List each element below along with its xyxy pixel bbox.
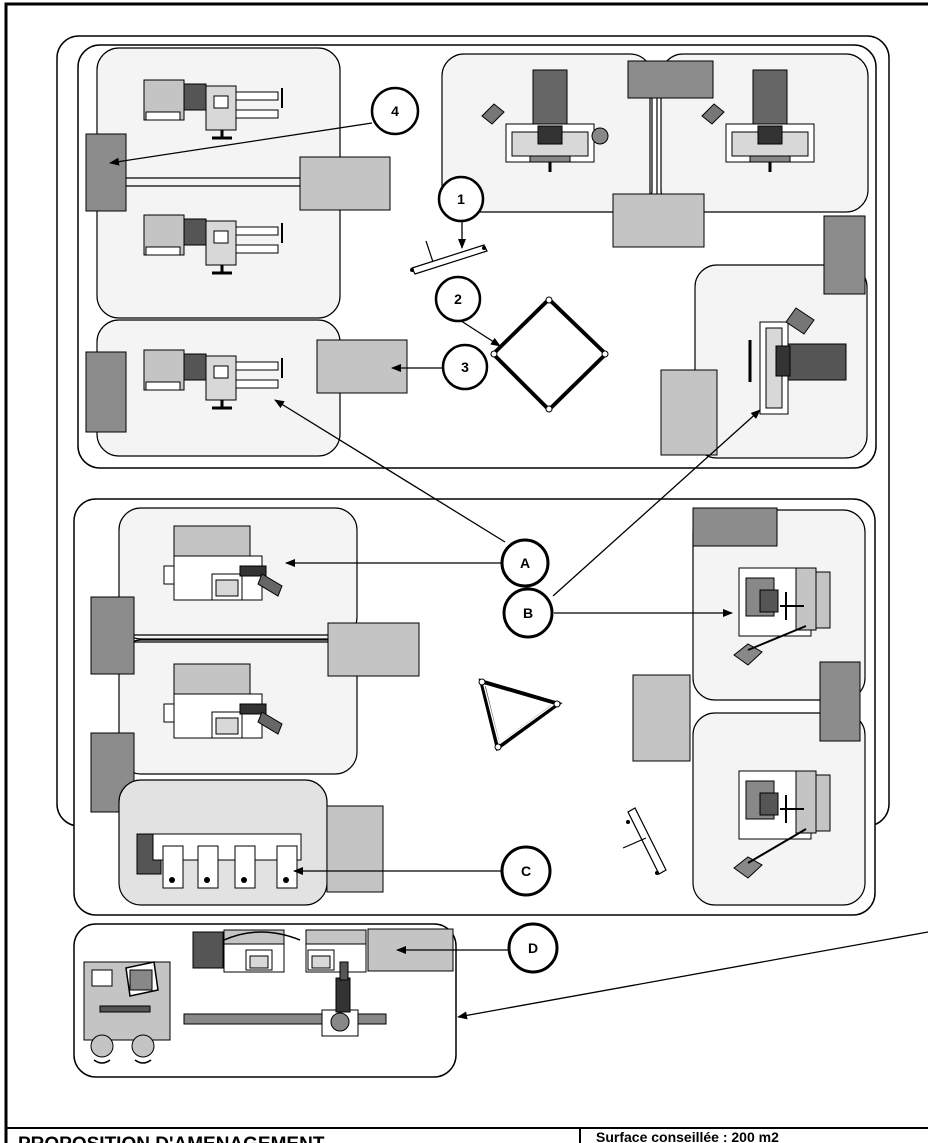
callout-d: D xyxy=(507,922,559,974)
callout-4-label: 4 xyxy=(391,103,399,119)
callout-1-label: 1 xyxy=(457,191,465,207)
chair xyxy=(90,1034,114,1058)
square-table xyxy=(490,296,609,413)
callout-3-label: 3 xyxy=(461,359,469,375)
computer-screen xyxy=(91,969,113,987)
cnc-machine-1 xyxy=(223,929,285,973)
tool-cabinet xyxy=(819,661,861,742)
callout-d-label: D xyxy=(528,940,538,956)
drill-machine-1 xyxy=(733,567,831,666)
callout-a: A xyxy=(500,538,550,588)
workbench xyxy=(632,674,691,762)
robot-arm xyxy=(321,961,359,1037)
callout-2: 2 xyxy=(434,275,482,323)
callout-4: 4 xyxy=(370,86,420,136)
footer: PROPOSITION D'AMENAGEMENT Surface consei… xyxy=(6,1127,928,1143)
tilted-desk-lower xyxy=(622,807,667,875)
milling-machine-3 xyxy=(748,307,847,415)
bottom-zone xyxy=(73,923,457,1078)
controller-box xyxy=(192,931,224,969)
tool-cabinet xyxy=(627,60,714,99)
upper-zone xyxy=(77,44,877,469)
tilted-desk xyxy=(410,240,488,275)
tool-cabinet xyxy=(85,351,127,433)
chair xyxy=(131,1034,155,1058)
annotation-arrows xyxy=(109,122,928,1020)
grinder-machine-1 xyxy=(163,525,283,601)
lathe-machine-2 xyxy=(143,214,283,275)
drill-machine-2 xyxy=(733,770,831,879)
workbench xyxy=(326,805,384,893)
milling-machine-2 xyxy=(701,69,815,172)
callout-3: 3 xyxy=(441,343,489,391)
callout-a-label: A xyxy=(520,555,530,571)
lathe-machine-1 xyxy=(143,79,283,140)
triangle-table xyxy=(478,678,563,752)
tool-cabinet xyxy=(692,507,778,547)
workbench xyxy=(316,339,408,394)
callout-b: B xyxy=(502,587,554,639)
middle-zone xyxy=(73,498,876,916)
footer-title: PROPOSITION D'AMENAGEMENT xyxy=(18,1134,325,1143)
cnc-machine-2 xyxy=(305,929,367,973)
workbench xyxy=(612,193,705,248)
workbench xyxy=(299,156,391,211)
callout-2-label: 2 xyxy=(454,291,462,307)
page-border xyxy=(4,2,928,1143)
workbench xyxy=(660,369,718,456)
conveyor xyxy=(183,1013,387,1025)
footer-surface: Surface conseillée : 200 m2 xyxy=(596,1129,779,1143)
tool-cabinet xyxy=(823,215,866,295)
milling-machine-1 xyxy=(481,69,609,172)
callout-c: C xyxy=(500,845,552,897)
workbench xyxy=(327,622,420,677)
tool-cabinet xyxy=(90,596,135,675)
callout-b-label: B xyxy=(523,605,533,621)
grinder-machine-2 xyxy=(163,663,283,739)
vise-bench xyxy=(136,833,302,889)
callout-1: 1 xyxy=(437,175,485,223)
callout-c-label: C xyxy=(521,863,531,879)
tool-cabinet xyxy=(85,133,127,212)
lathe-machine-3 xyxy=(143,349,283,410)
